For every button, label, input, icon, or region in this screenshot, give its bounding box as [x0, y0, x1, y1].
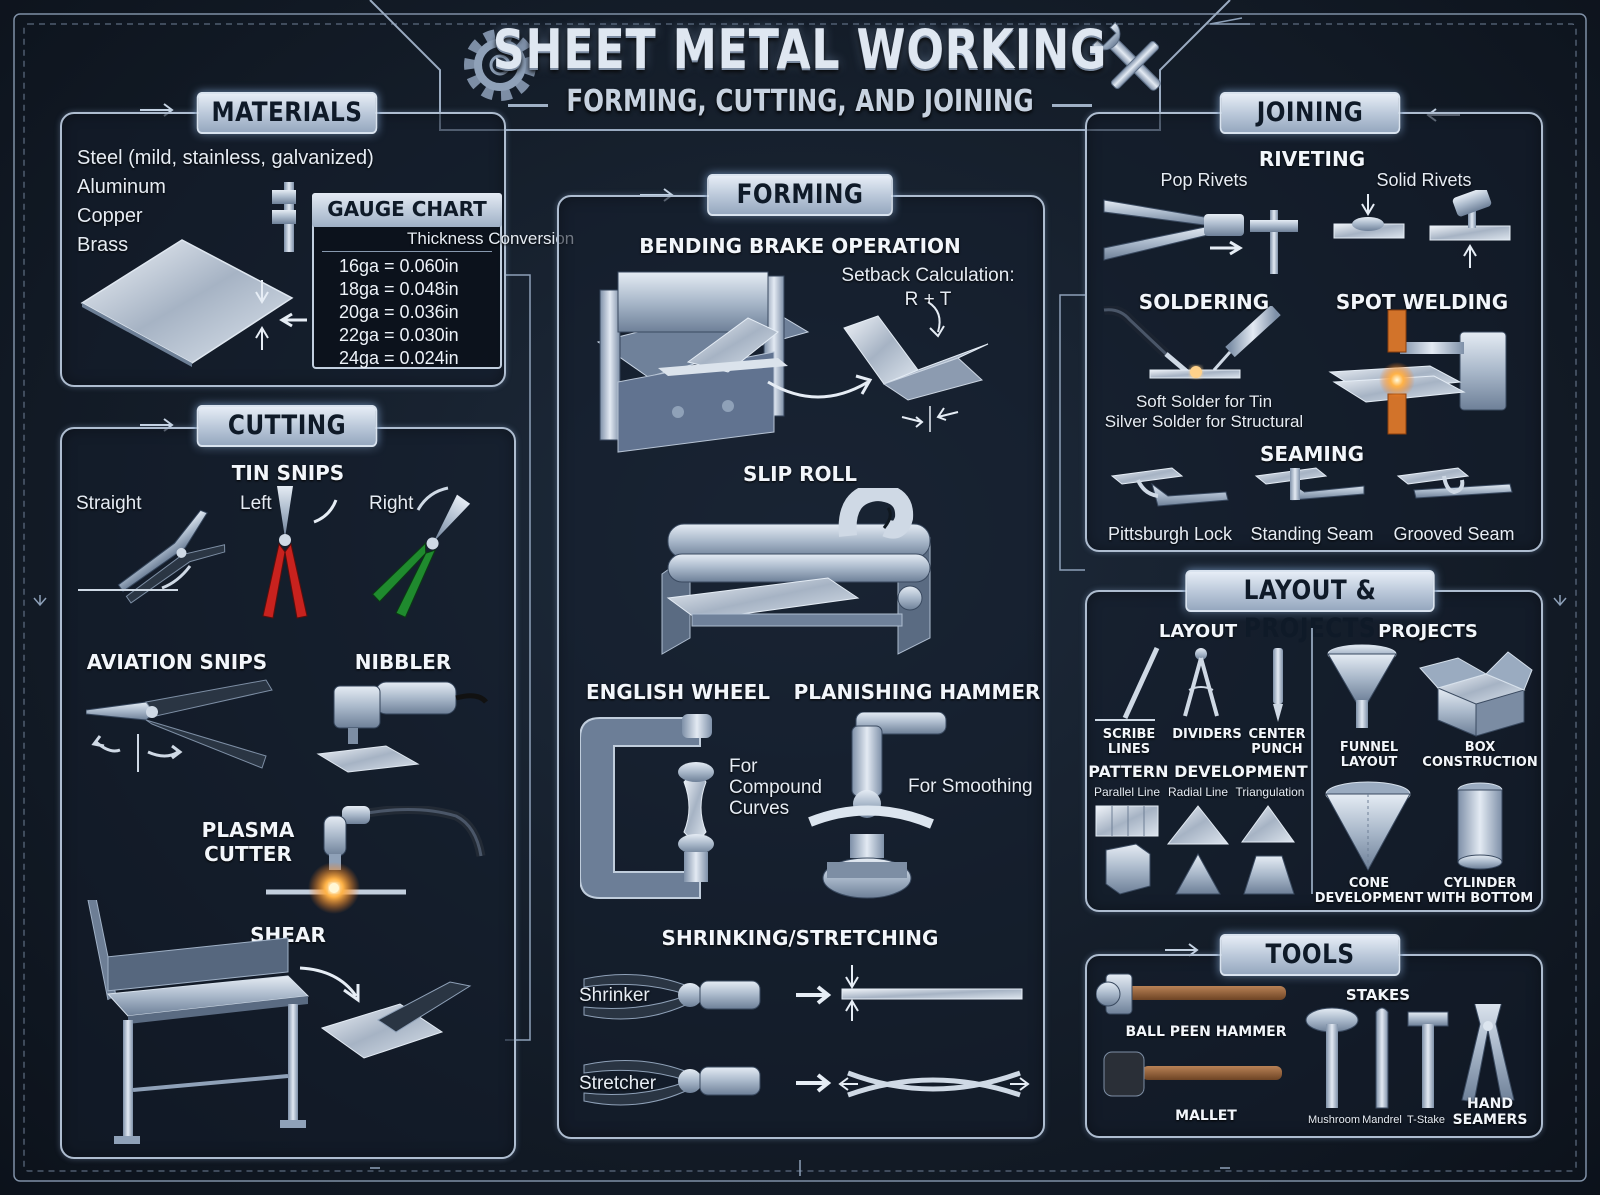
page-title: SHEET METAL WORKING: [492, 18, 1108, 81]
triangulation-label: Triangulation: [1235, 785, 1305, 799]
subtitle-rule-right: [1052, 104, 1092, 107]
pattern-development-label: PATTERN DEVELOPMENT: [1088, 762, 1308, 781]
seams-icon: [1110, 467, 1513, 507]
dividers-label: DIVIDERS: [1172, 727, 1242, 742]
gauge-row-22: 22ga = 0.030in: [339, 325, 459, 345]
wrench-icon: [1091, 21, 1161, 91]
seam-standing: Standing Seam: [1250, 524, 1374, 544]
subtitle-rule-left: [508, 104, 548, 107]
english-wheel-planishing-icon: [580, 712, 947, 899]
ball-peen-hammer-label: BALL PEEN HAMMER: [1125, 1024, 1287, 1040]
seaming-label: SEAMING: [1259, 442, 1365, 466]
left-snips-label: Left: [240, 493, 272, 514]
tools-panel: [1085, 954, 1543, 1138]
bending-brake-icon: [596, 271, 989, 453]
right-snips-label: Right: [369, 493, 414, 514]
material-copper: Copper: [77, 205, 143, 227]
stakes-seamers-icon: [1305, 1004, 1515, 1109]
bending-brake-label: BENDING BRAKE OPERATION: [639, 234, 961, 258]
gear-icon: [464, 29, 536, 101]
gauge-row-24: 24ga = 0.024in: [339, 348, 459, 368]
funnel-box-icon: [1327, 644, 1533, 737]
solder-note-1: Soft Solder for Tin: [1135, 392, 1273, 411]
tin-snips-label: TIN SNIPS: [231, 461, 345, 485]
riveting-icon: [1103, 190, 1511, 274]
shear-icon: [87, 900, 472, 1144]
aviation-snips-nibbler-icon: [86, 679, 488, 773]
setback-label-1: Setback Calculation:: [841, 265, 1015, 286]
mandrel-label: Mandrel: [1362, 1114, 1402, 1126]
solid-rivets-label: Solid Rivets: [1376, 170, 1472, 190]
sheet-metal-icon: [80, 182, 307, 367]
mallet-label: MALLET: [1175, 1108, 1237, 1124]
joining-heading: JOINING: [1219, 92, 1401, 134]
mushroom-label: Mushroom: [1308, 1114, 1360, 1126]
setback-label-2: R + T: [904, 289, 952, 310]
english-wheel-label: ENGLISH WHEEL: [586, 680, 770, 704]
gauge-row-20: 20ga = 0.036in: [339, 302, 459, 322]
straight-snips-label: Straight: [76, 493, 142, 514]
forming-heading: FORMING: [707, 174, 893, 216]
slip-roll-icon: [661, 488, 931, 655]
pattern-development-icon: [1095, 805, 1295, 895]
hammer-mallet-icon: [1096, 973, 1286, 1097]
layout-tools-icon: [1095, 646, 1283, 722]
seam-grooved: Grooved Seam: [1393, 524, 1515, 544]
shrinker-stretcher-icon: [583, 965, 1030, 1106]
material-brass: Brass: [77, 234, 129, 256]
stakes-label: STAKES: [1345, 986, 1411, 1004]
nibbler-label: NIBBLER: [354, 650, 452, 674]
layout-projects-heading: LAYOUT & PROJECTS: [1185, 570, 1435, 644]
slip-roll-label: SLIP ROLL: [742, 462, 858, 486]
t-stake-label: T-Stake: [1407, 1114, 1445, 1126]
cutting-heading: CUTTING: [196, 405, 378, 447]
shrinking-stretching-label: SHRINKING/STRETCHING: [661, 926, 939, 950]
page-subtitle: FORMING, CUTTING, AND JOINING: [566, 84, 1034, 119]
planishing-note: For Smoothing: [908, 776, 1033, 797]
soldering-label: SOLDERING: [1138, 290, 1270, 314]
tin-snips-icon: [78, 486, 471, 619]
material-aluminum: Aluminum: [77, 176, 166, 198]
layout-label: LAYOUT: [1158, 621, 1238, 642]
planishing-hammer-label: PLANISHING HAMMER: [793, 680, 1041, 704]
soldering-spot-welding-icon: [1103, 306, 1507, 435]
seam-pittsburgh: Pittsburgh Lock: [1107, 524, 1233, 544]
material-steel: Steel (mild, stainless, galvanized): [77, 147, 374, 169]
spot-welding-label: SPOT WELDING: [1335, 290, 1509, 314]
gauge-row-16: 16ga = 0.060in: [339, 256, 459, 276]
gauge-chart-subtitle: Thickness Conversion: [407, 229, 575, 248]
shrinker-label: Shrinker: [579, 985, 650, 1006]
riveting-label: RIVETING: [1258, 147, 1366, 171]
parallel-line-label: Parallel Line: [1093, 785, 1161, 799]
projects-label: PROJECTS: [1378, 621, 1478, 642]
gauge-chart-title: GAUGE CHART: [312, 193, 502, 227]
plasma-cutter-icon: [266, 806, 486, 914]
solder-note-2: Silver Solder for Structural: [1104, 412, 1304, 431]
radial-line-label: Radial Line: [1167, 785, 1229, 799]
tools-heading: TOOLS: [1219, 934, 1401, 976]
cone-cylinder-icon: [1325, 781, 1503, 872]
aviation-snips-label: AVIATION SNIPS: [86, 650, 268, 674]
stretcher-label: Stretcher: [579, 1073, 657, 1094]
pop-rivets-label: Pop Rivets: [1160, 170, 1248, 190]
gauge-row-18: 18ga = 0.048in: [339, 279, 459, 299]
materials-heading: MATERIALS: [196, 92, 378, 134]
